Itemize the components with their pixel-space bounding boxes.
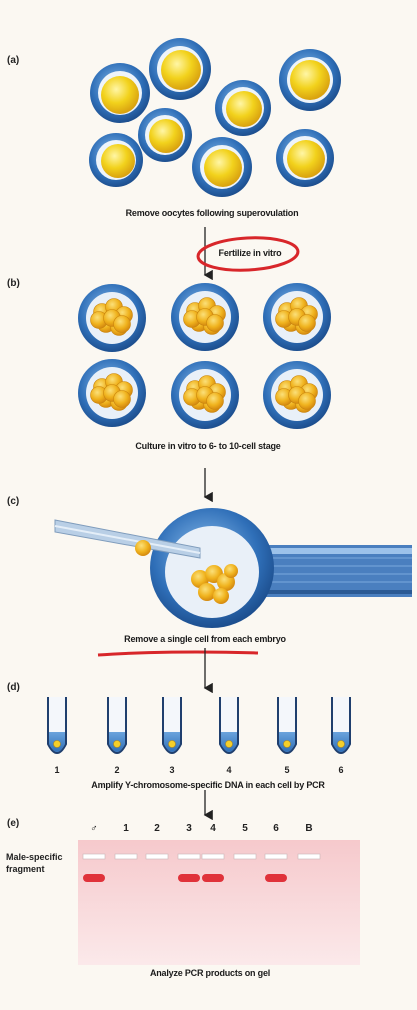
tube-number: 3 (169, 765, 174, 775)
embryo (78, 284, 146, 352)
gel (78, 840, 360, 965)
oocyte (149, 38, 211, 100)
oocyte (89, 133, 143, 187)
oocyte (192, 137, 252, 197)
band-label: Male-specific fragment (6, 851, 76, 875)
lane-label: 5 (242, 823, 248, 834)
lane-label: 4 (210, 823, 216, 834)
tube-number: 4 (226, 765, 231, 775)
embryo (171, 283, 239, 351)
pcr-tube (220, 697, 238, 753)
arrow-label-fertilize: Fertilize in vitro (219, 248, 282, 258)
tube-number: 5 (284, 765, 289, 775)
panel-label-c: (c) (7, 496, 19, 507)
gel-well (115, 854, 137, 859)
pcr-tube (278, 697, 296, 753)
lane-label: 6 (273, 823, 279, 834)
oocyte (138, 108, 192, 162)
gel-well (83, 854, 105, 859)
panel-label-d: (d) (7, 682, 20, 693)
gel-well (202, 854, 224, 859)
caption-a: Remove oocytes following superovulation (126, 208, 299, 218)
gel-well (146, 854, 168, 859)
embryo (171, 361, 239, 429)
gel-well (234, 854, 256, 859)
lane-label: ♂ (90, 823, 98, 834)
gel-band (265, 874, 287, 882)
oocyte (279, 49, 341, 111)
pcr-tube (48, 697, 66, 753)
caption-d: Amplify Y-chromosome-specific DNA in eac… (91, 780, 324, 790)
handwritten-underline (98, 652, 258, 655)
gel-well (265, 854, 287, 859)
caption-c: Remove a single cell from each embryo (124, 634, 286, 644)
embryo (263, 283, 331, 351)
gel-band (178, 874, 200, 882)
oocyte (90, 63, 150, 123)
gel-band (83, 874, 105, 882)
embryo (263, 361, 331, 429)
gel-well (298, 854, 320, 859)
embryo-group (78, 283, 331, 429)
lane-label: 1 (123, 823, 129, 834)
panel-label-e: (e) (7, 818, 19, 829)
panel-label-b: (b) (7, 278, 20, 289)
pcr-tube (163, 697, 181, 753)
oocyte (276, 129, 334, 187)
panel-label-a: (a) (7, 55, 19, 66)
pcr-tube (108, 697, 126, 753)
lane-label: 2 (154, 823, 160, 834)
caption-b: Culture in vitro to 6- to 10-cell stage (135, 441, 280, 451)
tube-number: 6 (338, 765, 343, 775)
oocyte (215, 80, 271, 136)
gel-band (202, 874, 224, 882)
pcr-tube (332, 697, 350, 753)
lane-label: 3 (186, 823, 192, 834)
oocyte-group (89, 38, 341, 197)
lane-label: B (305, 823, 312, 834)
tube-number: 1 (54, 765, 59, 775)
biopsy-illustration (55, 508, 412, 628)
embryo (78, 359, 146, 427)
gel-well (178, 854, 200, 859)
pcr-tube-group (48, 697, 350, 753)
holding-pipette (262, 545, 412, 597)
tube-number: 2 (114, 765, 119, 775)
caption-e: Analyze PCR products on gel (150, 968, 270, 978)
